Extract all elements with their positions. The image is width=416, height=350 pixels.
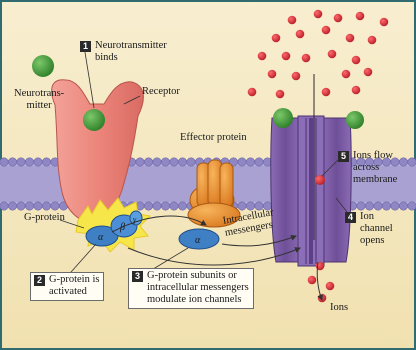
channel-ligand-left [273, 108, 293, 128]
step-2-number: 2 [34, 275, 45, 286]
membrane-head [178, 158, 186, 166]
step-4: 4 Ion channel opens [345, 211, 393, 247]
membrane-head [34, 158, 42, 166]
receptor-label: Receptor [142, 86, 180, 98]
ion-in-channel [315, 175, 325, 185]
membrane-head [25, 158, 33, 166]
membrane-head [170, 202, 178, 210]
membrane-head [0, 202, 8, 210]
membrane-head [42, 158, 50, 166]
ion [268, 70, 277, 79]
membrane-head [144, 158, 152, 166]
membrane-head [17, 158, 25, 166]
membrane-head [8, 158, 16, 166]
membrane-head [374, 202, 382, 210]
ion [292, 72, 301, 81]
membrane-head [255, 158, 263, 166]
step-5-text: Ions flow across membrane [353, 150, 397, 186]
channel-ligand-right [346, 111, 364, 129]
step-4-number: 4 [345, 212, 356, 223]
effector-protein-label: Effector protein [180, 132, 247, 144]
step-2-text: G-protein is activated [49, 274, 99, 298]
step-1-number: 1 [80, 41, 91, 52]
step-3-text: G-protein subunits or intracellular mess… [147, 270, 249, 306]
membrane-head [187, 158, 195, 166]
ion [380, 18, 389, 27]
step-5: 5 Ions flow across membrane [338, 150, 397, 186]
step-5-number: 5 [338, 151, 349, 162]
ion [318, 294, 327, 303]
neurotransmitter-free [32, 55, 54, 77]
ion [314, 10, 323, 19]
ion [352, 56, 361, 65]
membrane-head [144, 202, 152, 210]
membrane-head [8, 202, 16, 210]
membrane-head [161, 158, 169, 166]
ion [258, 52, 267, 61]
membrane-head [238, 202, 246, 210]
ion [334, 14, 343, 23]
membrane-head [391, 202, 399, 210]
membrane-head [170, 158, 178, 166]
ion [342, 70, 351, 79]
step-1: 1 Neurotransmitter binds [80, 40, 167, 64]
ion [282, 52, 291, 61]
ion [308, 276, 317, 285]
ion [364, 68, 373, 77]
alpha-label-1: α [98, 232, 104, 243]
neurotransmitter-bound [83, 109, 105, 131]
ion [322, 26, 331, 35]
ion [368, 36, 377, 45]
neurotransmitter-label: Neurotrans- mitter [14, 88, 64, 112]
step-3: 3 G-protein subunits or intracellular me… [128, 268, 254, 309]
ion [276, 90, 285, 99]
membrane-head [408, 202, 416, 210]
ions-label: Ions [330, 302, 348, 314]
membrane-head [153, 202, 161, 210]
step-3-number: 3 [132, 271, 143, 282]
membrane-head [42, 202, 50, 210]
membrane-head [17, 202, 25, 210]
membrane-head [51, 202, 59, 210]
membrane-head [25, 202, 33, 210]
membrane-head [178, 202, 186, 210]
alpha-label-2: α [195, 235, 201, 246]
membrane-head [399, 158, 407, 166]
membrane-head [408, 158, 416, 166]
membrane-head [0, 158, 8, 166]
beta-label: β [119, 222, 125, 233]
membrane-head [238, 158, 246, 166]
membrane-head [357, 202, 365, 210]
ion [288, 16, 297, 25]
membrane-head [382, 202, 390, 210]
membrane-head [399, 202, 407, 210]
ion [346, 34, 355, 43]
ion [328, 50, 337, 59]
ion [272, 34, 281, 43]
membrane-head [365, 202, 373, 210]
g-protein-label: G-protein [24, 212, 65, 224]
step-4-text: Ion channel opens [360, 211, 393, 247]
membrane-head [161, 202, 169, 210]
membrane-head [246, 202, 254, 210]
membrane-head [246, 158, 254, 166]
ion [322, 88, 331, 97]
step-2: 2 G-protein is activated [30, 272, 104, 301]
ion [356, 12, 365, 21]
ion [296, 30, 305, 39]
ion [352, 86, 361, 95]
ion [248, 88, 257, 97]
membrane-head [34, 202, 42, 210]
ion [302, 54, 311, 63]
membrane-head [136, 158, 144, 166]
membrane-head [153, 158, 161, 166]
ion [326, 282, 335, 291]
ion-channel [271, 116, 351, 266]
step-1-text: Neurotransmitter binds [95, 40, 167, 64]
